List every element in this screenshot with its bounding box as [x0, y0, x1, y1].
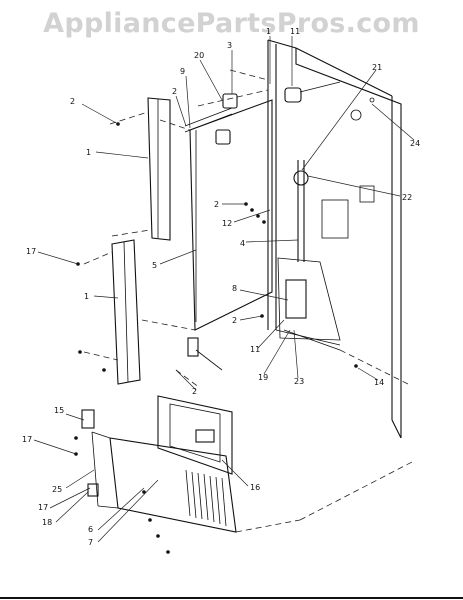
kick-plate	[81, 409, 237, 533]
callout-2: 2	[172, 87, 177, 96]
rear-panel	[141, 99, 273, 331]
callout-1: 1	[86, 148, 91, 157]
lower-bracket	[175, 337, 223, 389]
callout-2: 2	[192, 387, 197, 396]
callout-20: 20	[194, 51, 204, 60]
callout-2: 2	[214, 200, 219, 209]
bracket-parts	[184, 69, 269, 145]
callout-17: 17	[22, 435, 32, 444]
callout-5: 5	[152, 261, 157, 270]
callout-2: 2	[232, 316, 237, 325]
callout-1: 1	[84, 292, 89, 301]
callout-14: 14	[374, 378, 384, 387]
leader-lines	[33, 36, 415, 543]
callout-22: 22	[402, 193, 412, 202]
callout-17: 17	[26, 247, 36, 256]
hinge-assembly	[284, 81, 375, 121]
callout-18: 18	[42, 518, 52, 527]
callout-16: 16	[250, 483, 260, 492]
callout-2: 2	[70, 97, 75, 106]
left-panel-upper	[109, 97, 171, 241]
callout-25: 25	[52, 485, 62, 494]
callout-23: 23	[294, 377, 304, 386]
callout-19: 19	[258, 373, 268, 382]
screws	[74, 122, 358, 554]
callout-24: 24	[410, 139, 420, 148]
vent-grille	[185, 469, 227, 527]
callout-labels: 2 1 2 9 20 3 1 11 21 24 22 2 12 4 5 17 1…	[22, 27, 420, 547]
callout-6: 6	[88, 525, 93, 534]
callout-7: 7	[88, 538, 93, 547]
callout-11: 11	[250, 345, 260, 354]
callout-11: 11	[290, 27, 300, 36]
watermark-text: AppliancePartsPros.com	[43, 8, 420, 39]
callout-15: 15	[54, 406, 64, 415]
left-panel-lower	[83, 239, 141, 385]
callout-8: 8	[232, 284, 237, 293]
callout-21: 21	[372, 63, 382, 72]
callout-4: 4	[240, 239, 245, 248]
rod	[293, 160, 309, 262]
machine-compartment	[277, 257, 411, 386]
cabinet-back	[267, 39, 402, 439]
callout-12: 12	[222, 219, 232, 228]
callout-1: 1	[266, 27, 271, 36]
callout-3: 3	[227, 41, 232, 50]
grille-frame	[157, 395, 233, 475]
callout-9: 9	[180, 67, 185, 76]
callout-17: 17	[38, 503, 48, 512]
